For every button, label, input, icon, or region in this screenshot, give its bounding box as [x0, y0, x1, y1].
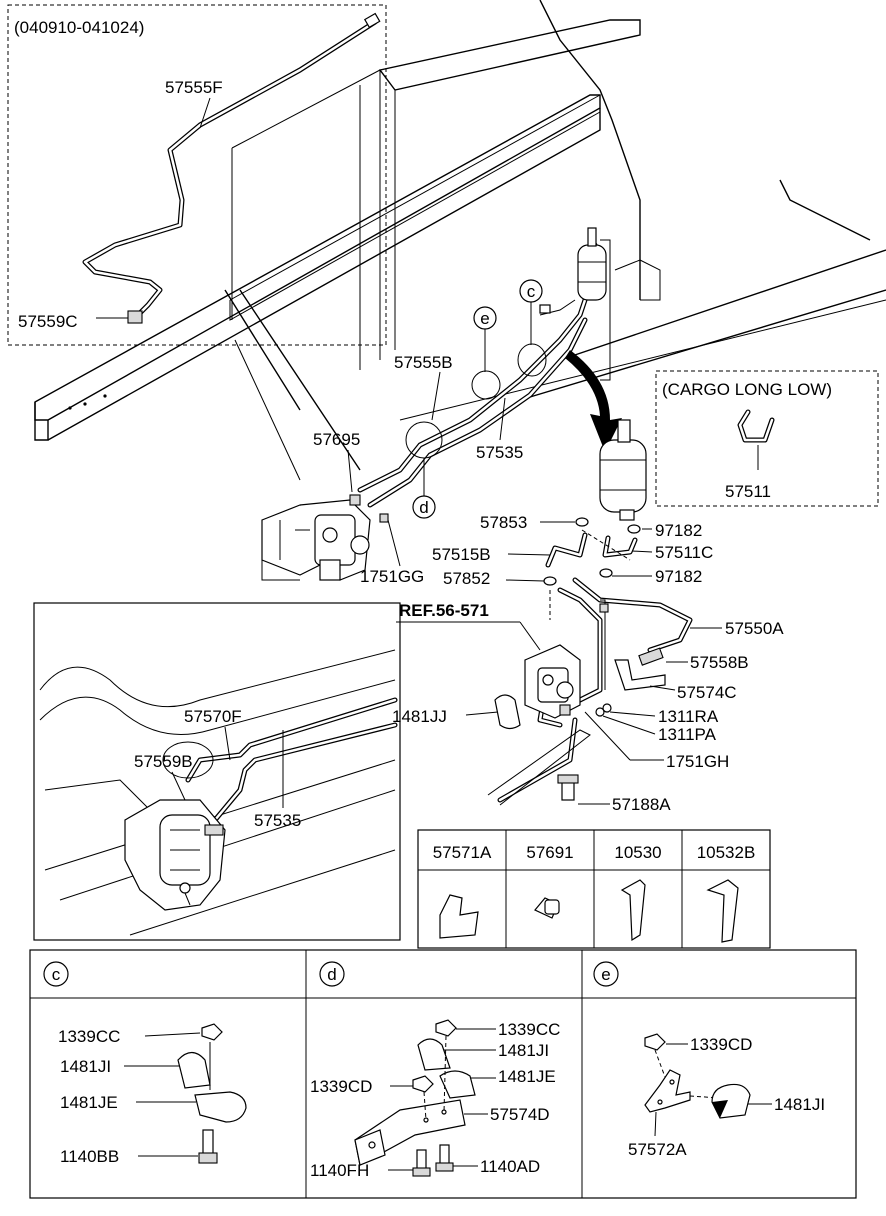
variant-label-cargo: (CARGO LONG LOW) — [662, 380, 832, 399]
detail-e-label-1481JI: 1481JI — [774, 1095, 825, 1114]
hoses — [543, 517, 641, 620]
label-57555B: 57555B — [394, 353, 453, 372]
label-57852: 57852 — [443, 569, 490, 588]
detail-d-label-57574D: 57574D — [490, 1105, 550, 1124]
inset-label-57535: 57535 — [254, 811, 301, 830]
label-57511: 57511 — [725, 482, 771, 501]
detail-d-label-1339CD: 1339CD — [310, 1077, 372, 1096]
detail-c-label-1339CC: 1339CC — [58, 1027, 120, 1046]
label-57555F: 57555F — [165, 78, 223, 97]
table-header-10530: 10530 — [614, 843, 661, 862]
inset-box — [33, 602, 401, 941]
label-1311RA: 1311RA — [658, 707, 719, 726]
detail-panels — [29, 949, 857, 1199]
label-1751GH: 1751GH — [666, 752, 729, 771]
inset-label-57570F: 57570F — [184, 707, 242, 726]
table-header-10532B: 10532B — [697, 843, 756, 862]
label-57535: 57535 — [476, 443, 523, 462]
reservoir-upper — [577, 227, 607, 301]
lines-right — [487, 577, 693, 806]
frame-rails — [34, 0, 886, 581]
callout-e-letter: e — [480, 309, 489, 328]
detail-d-label-1481JI: 1481JI — [498, 1041, 549, 1060]
parts-table: 57571A 57691 10530 10532B — [417, 829, 771, 949]
bolt-57188A — [557, 774, 579, 801]
callout-circle-e[interactable]: e — [471, 306, 501, 400]
ref-label: REF.56-571 — [399, 601, 489, 620]
label-57511C: 57511C — [655, 543, 713, 562]
label-57695: 57695 — [313, 430, 360, 449]
detail-c-label-1481JE: 1481JE — [60, 1093, 118, 1112]
detail-d-label-1481JE: 1481JE — [498, 1067, 556, 1086]
label-97182-lower: 97182 — [655, 567, 702, 586]
variant-box-cargo: (CARGO LONG LOW) — [655, 370, 879, 507]
detail-c-label-1140BB: 1140BB — [60, 1147, 119, 1166]
label-57574C: 57574C — [677, 683, 737, 702]
label-57550A: 57550A — [725, 619, 784, 638]
detail-panel-e: e — [593, 961, 751, 1119]
detail-d-label-1339CC: 1339CC — [498, 1020, 560, 1039]
variant-label-date-range: (040910-041024) — [14, 18, 144, 37]
callout-circle-d[interactable]: d — [405, 421, 443, 519]
detail-c-letter: c — [52, 965, 61, 984]
callout-circle-c[interactable]: c — [517, 279, 547, 377]
direction-arrow — [565, 350, 622, 452]
detail-panel-d: d — [319, 961, 476, 1177]
label-57188A: 57188A — [612, 795, 671, 814]
variant-box-top-left: (040910-041024) — [7, 4, 387, 346]
detail-e-label-57572A: 57572A — [628, 1140, 687, 1159]
reservoir-lower — [599, 419, 647, 521]
detail-panel-c: c — [43, 961, 247, 1164]
detail-e-letter: e — [601, 965, 610, 984]
callout-d-letter: d — [419, 498, 428, 517]
table-header-57571A: 57571A — [433, 843, 492, 862]
label-1751GG: 1751GG — [360, 567, 424, 586]
detail-c-label-1481JI: 1481JI — [60, 1057, 111, 1076]
detail-d-letter: d — [327, 965, 336, 984]
label-57558B: 57558B — [690, 653, 749, 672]
label-97182-upper: 97182 — [655, 521, 702, 540]
label-1481JJ: 1481JJ — [392, 707, 447, 726]
label-57559C: 57559C — [18, 312, 78, 331]
valve-assembly-left — [261, 494, 389, 581]
callout-c-letter: c — [527, 282, 536, 301]
label-57853: 57853 — [480, 513, 527, 532]
label-57515B: 57515B — [432, 545, 491, 564]
clip-1481JJ — [494, 694, 521, 730]
table-header-57691: 57691 — [526, 843, 573, 862]
detail-d-label-1140AD: 1140AD — [480, 1157, 540, 1176]
load-sensing-valve — [524, 644, 581, 719]
detail-e-label-1339CD: 1339CD — [690, 1035, 752, 1054]
detail-d-label-1140FH: 1140FH — [310, 1161, 369, 1180]
inset-label-57559B: 57559B — [134, 752, 193, 771]
label-1311PA: 1311PA — [658, 725, 717, 744]
